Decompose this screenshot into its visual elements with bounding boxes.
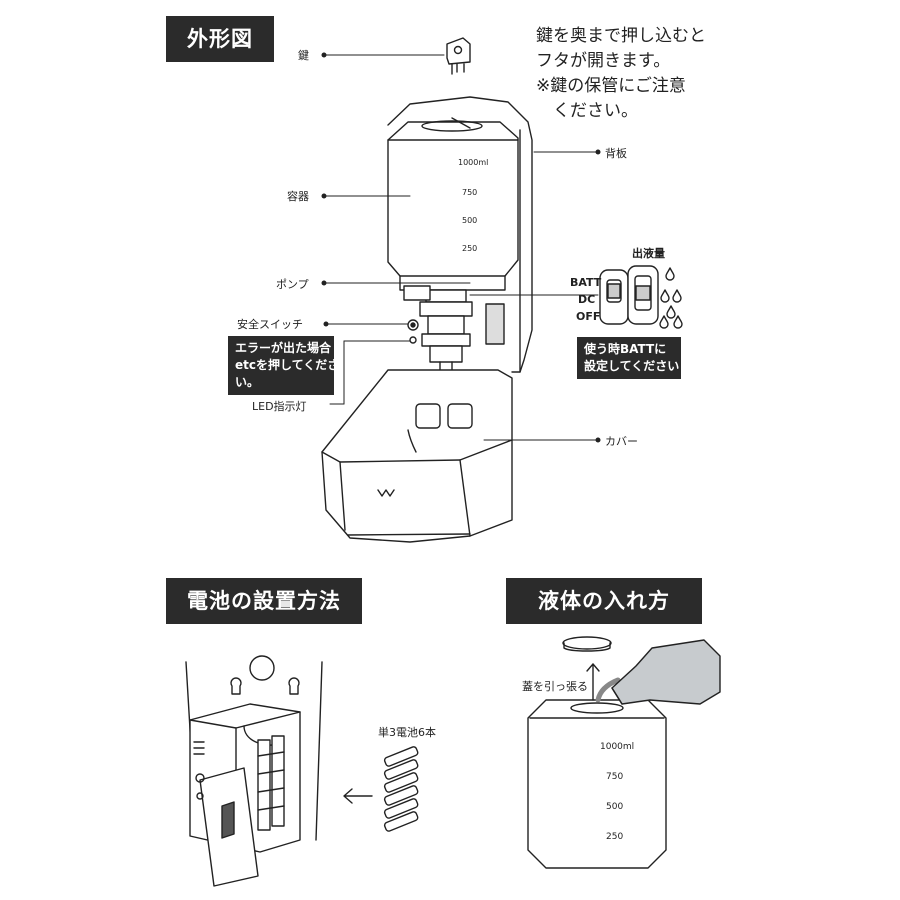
- label-dispense-volume: 出液量: [632, 247, 665, 260]
- batteries-icon: [383, 746, 419, 832]
- switch-label-dc: DC: [578, 293, 596, 306]
- cover-outline: [321, 369, 513, 543]
- batt-note: 使う時BATTに 設定してください: [577, 337, 681, 379]
- label-pull-cap: 蓋を引っ張る: [522, 680, 588, 693]
- container-body: [387, 121, 519, 277]
- switch-label-off: OFF: [576, 310, 601, 323]
- power-switch-illustration: [599, 269, 629, 325]
- label-cover: カバー: [605, 435, 638, 448]
- label-container: 容器: [287, 190, 309, 203]
- label-pump: ポンプ: [276, 278, 309, 291]
- container-scale-500: 500: [462, 216, 478, 225]
- switch-label-batt: BATT: [570, 276, 602, 289]
- refill-bottle-illustration: [527, 677, 667, 869]
- key-icon: [446, 37, 471, 75]
- bottle-scale-500: 500: [606, 802, 624, 812]
- bottle-scale-250: 250: [606, 832, 624, 842]
- leader-lines: [323, 54, 599, 441]
- pull-arrow: [586, 663, 600, 701]
- container-scale-750: 750: [462, 188, 478, 197]
- cap-lifted-icon: [562, 636, 612, 652]
- container-scale-250: 250: [462, 244, 478, 253]
- label-back-plate: 背板: [605, 147, 627, 160]
- container-scale-1000: 1000ml: [458, 158, 489, 167]
- pump-mechanism: [419, 289, 505, 381]
- drop-icons: [659, 267, 683, 329]
- bottle-scale-1000: 1000ml: [600, 742, 635, 752]
- battery-holder-illustration: [185, 655, 323, 887]
- bottle-scale-750: 750: [606, 772, 624, 782]
- label-safety-switch: 安全スイッチ: [237, 318, 303, 331]
- label-led: LED指示灯: [252, 400, 307, 413]
- battery-arrow: [343, 788, 373, 804]
- section-title-exterior: 外形図: [166, 16, 274, 62]
- label-batteries: 単3電池6本: [378, 726, 436, 739]
- section-title-battery: 電池の設置方法: [166, 578, 362, 624]
- label-key: 鍵: [298, 49, 309, 62]
- volume-switch-illustration: [627, 265, 659, 325]
- key-note: 鍵を奥まで押し込むと フタが開きます。 ※鍵の保管にご注意 ください。: [536, 26, 706, 121]
- error-note: エラーが出た場合 etcを押してくださ い。: [228, 336, 339, 395]
- pouring-jug-icon: [611, 639, 721, 705]
- section-title-liquid: 液体の入れ方: [506, 578, 702, 624]
